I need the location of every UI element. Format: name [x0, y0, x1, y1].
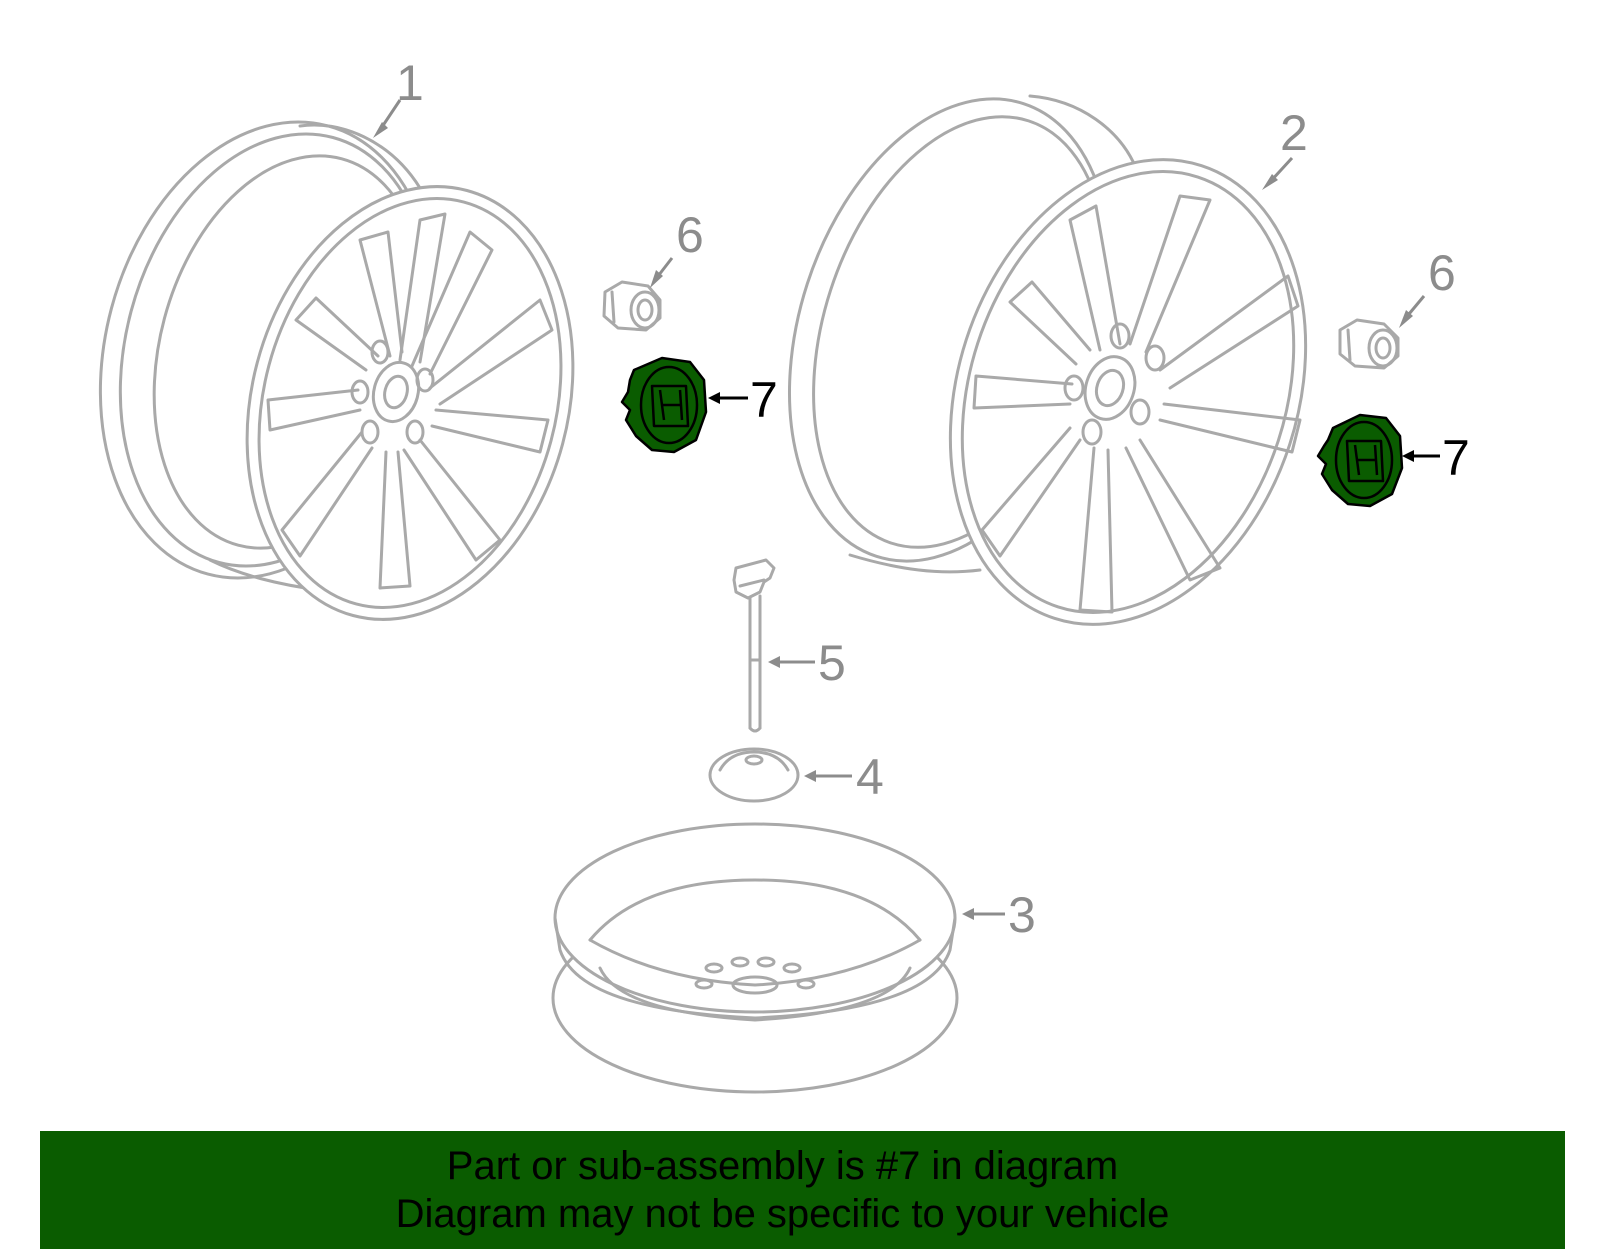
banner-line-1: Part or sub-assembly is #7 in diagram	[446, 1144, 1119, 1188]
callout-1: 1	[396, 55, 424, 111]
wheel-left[interactable]	[51, 84, 619, 656]
part-notice-banner: Part or sub-assembly is #7 in diagram Di…	[40, 1131, 1565, 1249]
callout-7-left: 7	[750, 372, 778, 428]
banner-background	[40, 1131, 1565, 1249]
callout-7-right: 7	[1442, 430, 1470, 486]
callout-7-right-arrow	[1402, 450, 1440, 462]
callout-6-right: 6	[1428, 245, 1456, 301]
spare-tire-bolt[interactable]	[732, 558, 815, 733]
lug-nut-left[interactable]	[602, 257, 674, 332]
callout-6-left: 6	[676, 207, 704, 263]
wheel-right[interactable]	[734, 57, 1363, 671]
center-cap-left[interactable]	[620, 356, 708, 454]
callout-2: 2	[1280, 105, 1308, 161]
lug-nut-right[interactable]	[1338, 295, 1426, 370]
spare-tire-mount-cone[interactable]	[708, 747, 852, 803]
center-cap-right[interactable]	[1316, 413, 1404, 508]
callout-5: 5	[818, 635, 846, 691]
callout-3: 3	[1008, 887, 1036, 943]
callout-7-left-arrow	[708, 392, 748, 404]
spare-wheel[interactable]	[551, 822, 1005, 1094]
banner-line-2: Diagram may not be specific to your vehi…	[395, 1192, 1170, 1236]
callout-4: 4	[856, 749, 884, 805]
